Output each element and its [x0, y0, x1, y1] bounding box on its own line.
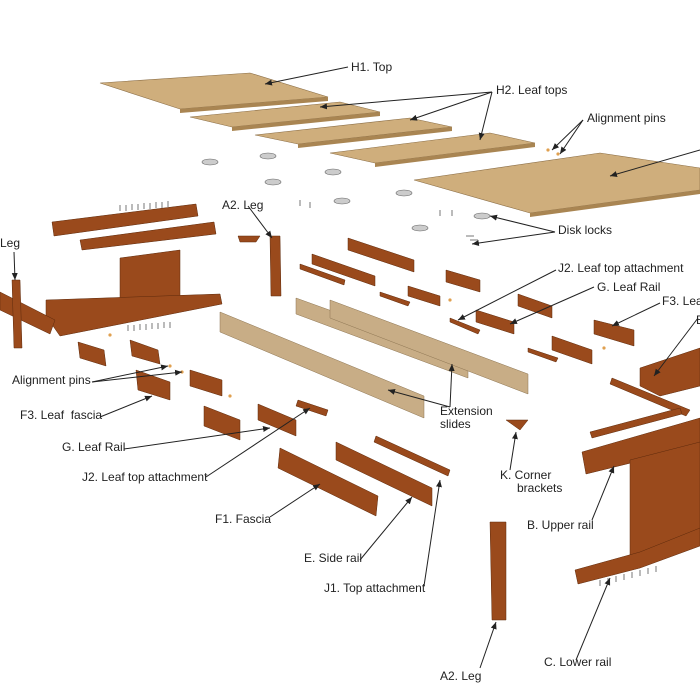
label-f3-left: F3. Leaf fascia	[20, 408, 103, 422]
label-h1-top: H1. Top	[351, 60, 393, 74]
label-k-corner-2: brackets	[517, 481, 563, 495]
extension-slides	[219, 297, 529, 419]
label-alignment-pins-top: Alignment pins	[587, 111, 666, 125]
alignment-pins	[108, 148, 606, 398]
label-g-rail-left: G. Leaf Rail	[62, 440, 126, 454]
label-j2-right: J2. Leaf top attachment	[558, 261, 684, 275]
right-assembly	[489, 347, 700, 621]
label-f1-fascia: F1. Fascia	[215, 512, 272, 526]
h1-top-board-right	[413, 152, 700, 217]
label-f3-right: F3. Lea	[662, 294, 700, 308]
h2-leaf-top-2	[254, 117, 453, 148]
label-g-rail-right: G. Leaf Rail	[597, 280, 661, 294]
label-j1-top-attachment: J1. Top attachment	[324, 581, 426, 595]
left-rails	[0, 203, 451, 517]
h2-leaf-top-3	[329, 132, 536, 167]
label-extension-slides-2: slides	[440, 417, 471, 431]
label-a2-leg-bottom: A2. Leg	[440, 669, 482, 683]
h2-leaf-top-1	[189, 101, 381, 131]
label-j2-left: J2. Leaf top attachment	[82, 470, 208, 484]
leader-lines	[11, 66, 700, 669]
label-a2-leg-top: A2. Leg	[222, 198, 264, 212]
label-extension-slides-1: Extension	[440, 404, 493, 418]
label-disk-locks: Disk locks	[558, 223, 613, 237]
disk-locks	[201, 152, 491, 232]
label-k-corner-1: K. Corner	[500, 468, 552, 482]
screws	[119, 200, 657, 586]
label-c-lower-rail: C. Lower rail	[544, 655, 612, 669]
label-b-upper-rail: B. Upper rail	[527, 518, 594, 532]
center-rails	[299, 237, 635, 431]
label-h2-leaf-tops: H2. Leaf tops	[496, 83, 568, 97]
label-alignment-pins-left: Alignment pins	[12, 373, 91, 387]
label-b-right: B	[696, 313, 700, 327]
label-e-side-rail: E. Side rail	[304, 551, 363, 565]
label-leg-left: Leg	[0, 236, 21, 250]
